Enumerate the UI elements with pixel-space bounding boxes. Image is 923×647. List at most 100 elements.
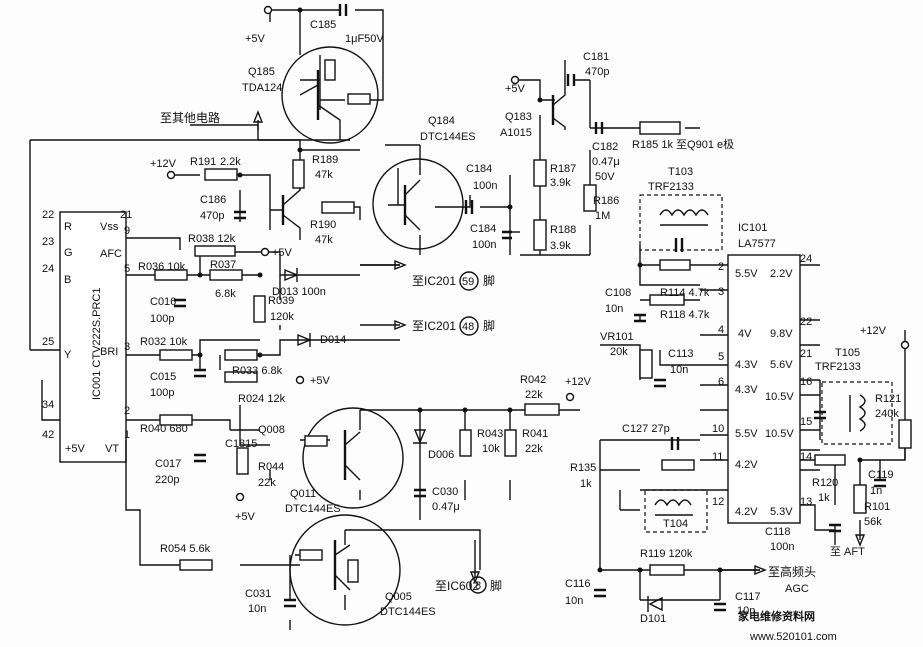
r189-label: R189 xyxy=(312,154,338,166)
p5v-label-3: +5V xyxy=(272,247,293,259)
other-circuit-label: 至其他电路 xyxy=(160,110,220,125)
pin24-label: 24 xyxy=(42,263,54,275)
v98-label: 9.8V xyxy=(770,328,793,340)
p5v-label-6: +5V xyxy=(65,443,86,455)
p5v-label: +5V xyxy=(245,33,266,45)
q183-label: Q183 xyxy=(505,111,532,123)
agc-label-2: AGC xyxy=(785,583,809,595)
c1815-label: C1815 xyxy=(225,438,257,450)
pin23-label: 23 xyxy=(42,236,54,248)
ic101-pin2: 2 xyxy=(718,261,724,273)
q005-label: Q005 xyxy=(385,591,412,603)
r188-label: R188 xyxy=(550,224,576,236)
c127-label: C127 27p xyxy=(622,423,670,435)
c016-label: C016 xyxy=(150,296,176,308)
c116-value: 10n xyxy=(565,595,583,607)
r054-label: R054 5.6k xyxy=(160,543,211,555)
ic201b-label: 至IC201 xyxy=(412,319,456,333)
r119-label: R119 120k xyxy=(640,548,693,560)
c182-voltage: 50V xyxy=(595,171,615,183)
pin-r-label: R xyxy=(64,221,72,233)
r032-resistor xyxy=(159,349,193,361)
ic101-pin21: 21 xyxy=(800,348,812,360)
pin59-label: 59 xyxy=(462,276,474,288)
v43a-label: 4.3V xyxy=(735,359,758,371)
ic101-label: IC101 xyxy=(738,222,767,234)
v55-label: 5.5V xyxy=(735,268,758,280)
dtc144es-label-2: DTC144ES xyxy=(285,503,341,515)
pin48-label: 48 xyxy=(462,321,474,333)
q005-int-resistor2 xyxy=(347,559,359,583)
r120-label: R120 xyxy=(812,477,838,489)
r044-label: R044 xyxy=(258,461,284,473)
r135-value: 1k xyxy=(580,478,592,490)
p5v-label-2: +5V xyxy=(505,83,526,95)
c117-value: 10n xyxy=(737,605,755,617)
t103-label: T103 xyxy=(668,166,693,178)
v105b-label: 10.5V xyxy=(765,428,794,440)
r119-resistor xyxy=(649,564,685,576)
jiao3-label: 脚 xyxy=(490,578,502,593)
labels: C185 1μF50V +5V Q185 TDA124 至其他电路 Q184 D… xyxy=(42,19,901,625)
q008-label: Q008 xyxy=(258,424,285,436)
ic101-pin3: 3 xyxy=(718,286,724,298)
ic201a-label: 至IC201 xyxy=(412,274,456,288)
r043-value: 10k xyxy=(482,443,500,455)
ic101-pin16: 16 xyxy=(800,376,812,388)
r037-value: 6.8k xyxy=(215,288,236,300)
pin-y-label: Y xyxy=(64,349,72,361)
pin21-label: 21 xyxy=(120,209,132,221)
r037-label: R037 xyxy=(210,259,236,271)
r186-value: 1M xyxy=(595,210,610,222)
vr101-value: 20k xyxy=(610,346,628,358)
c030-value: 0.47μ xyxy=(432,501,460,513)
v55b-label: 5.5V xyxy=(735,428,758,440)
c184-value: 100n xyxy=(473,180,497,192)
r039-resistor xyxy=(253,295,266,323)
p5v-label-5: +5V xyxy=(235,511,256,523)
q184-label: Q184 xyxy=(428,115,455,127)
r188-value: 3.9k xyxy=(550,240,571,252)
c184b-value: 100n xyxy=(472,239,496,251)
bri-label: BRI xyxy=(100,346,118,358)
dtc144es-label-3: DTC144ES xyxy=(380,606,436,618)
r189-resistor xyxy=(292,159,305,189)
pin22-label: 22 xyxy=(42,209,54,221)
arrows xyxy=(252,110,866,584)
r190-resistor xyxy=(321,201,355,214)
r043-label: R043 xyxy=(477,428,503,440)
pin3-label: 3 xyxy=(124,341,130,353)
resistors xyxy=(154,59,912,583)
r039-label: R039 xyxy=(268,295,294,307)
jiao1-label: 脚 xyxy=(483,273,495,288)
r188-resistor xyxy=(533,219,547,251)
terminals xyxy=(166,5,910,502)
r189-value: 47k xyxy=(315,169,333,181)
d014-label: D014 xyxy=(320,334,346,346)
d013-label: D013 100n xyxy=(272,286,326,298)
c113-value: 10n xyxy=(670,364,688,376)
q184-transistor xyxy=(372,158,464,250)
v53-label: 5.3V xyxy=(770,506,793,518)
r101-value: 56k xyxy=(864,516,882,528)
ic101-pin13: 13 xyxy=(800,496,812,508)
pin25-label: 25 xyxy=(42,336,54,348)
c182-value: 0.47μ xyxy=(592,156,620,168)
ic101-chip xyxy=(727,254,801,524)
r118-resistor xyxy=(649,294,685,306)
r101-label: R101 xyxy=(864,501,890,513)
tda124-label: TDA124 xyxy=(242,82,282,94)
p5v-label-4: +5V xyxy=(310,375,331,387)
r121-value: 240k xyxy=(875,408,899,420)
watermark-url: www.520101.com xyxy=(749,631,837,643)
c185-label: C185 xyxy=(310,19,336,31)
r187-value: 3.9k xyxy=(550,177,571,189)
c031-value: 10n xyxy=(248,603,266,615)
r036-label: R036 10k xyxy=(138,261,186,273)
ic101-pin15: 15 xyxy=(800,416,812,428)
agc-label: 至高频头 xyxy=(768,564,816,579)
r135-label: R135 xyxy=(570,462,596,474)
c184b-label: C184 xyxy=(470,223,496,235)
ic001-label: IC001 CTV222S.PRC1 xyxy=(91,288,103,401)
